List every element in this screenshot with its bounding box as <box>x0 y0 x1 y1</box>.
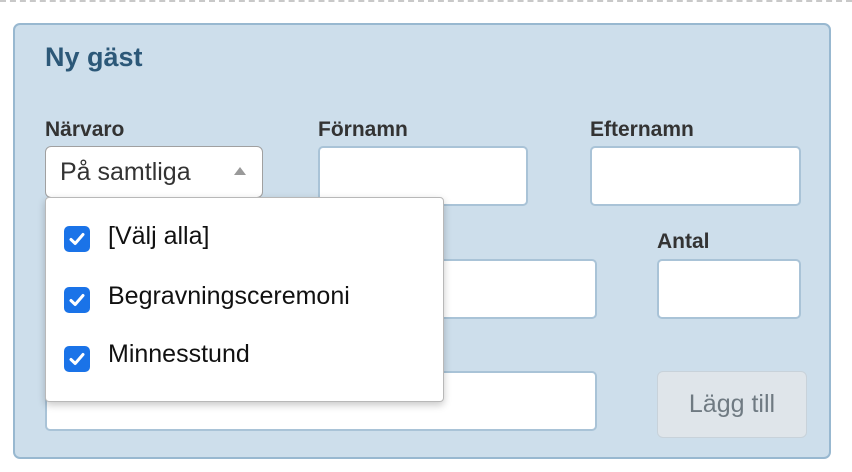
last-name-label: Efternamn <box>590 118 694 141</box>
check-icon <box>69 233 85 245</box>
add-guest-button[interactable]: Lägg till <box>657 371 807 438</box>
last-name-field[interactable] <box>590 146 801 206</box>
option-label: Begravningsceremoni <box>108 282 350 310</box>
check-icon <box>69 353 85 365</box>
option-label: Minnesstund <box>108 340 250 368</box>
option-minnesstund[interactable]: Minnesstund <box>46 328 443 384</box>
first-name-label: Förnamn <box>318 118 408 141</box>
checkbox-begravningsceremoni[interactable] <box>64 287 90 313</box>
check-icon <box>69 294 85 306</box>
option-select-all[interactable]: [Välj alla] <box>46 208 443 264</box>
page-title: Ny gäst <box>45 42 143 72</box>
checkbox-minnesstund[interactable] <box>64 346 90 372</box>
count-field[interactable] <box>657 259 801 319</box>
option-label: [Välj alla] <box>108 222 210 250</box>
attendance-select[interactable]: På samtliga <box>45 146 263 198</box>
option-begravningsceremoni[interactable]: Begravningsceremoni <box>46 268 443 324</box>
caret-up-icon <box>234 167 246 175</box>
dashed-divider <box>0 0 852 2</box>
attendance-label: Närvaro <box>45 118 125 141</box>
checkbox-select-all[interactable] <box>64 226 90 252</box>
attendance-select-value: På samtliga <box>60 158 191 186</box>
secondary-field[interactable] <box>430 259 597 319</box>
count-label: Antal <box>657 230 710 253</box>
attendance-dropdown: [Välj alla] Begravningsceremoni Minnesst… <box>45 197 444 402</box>
